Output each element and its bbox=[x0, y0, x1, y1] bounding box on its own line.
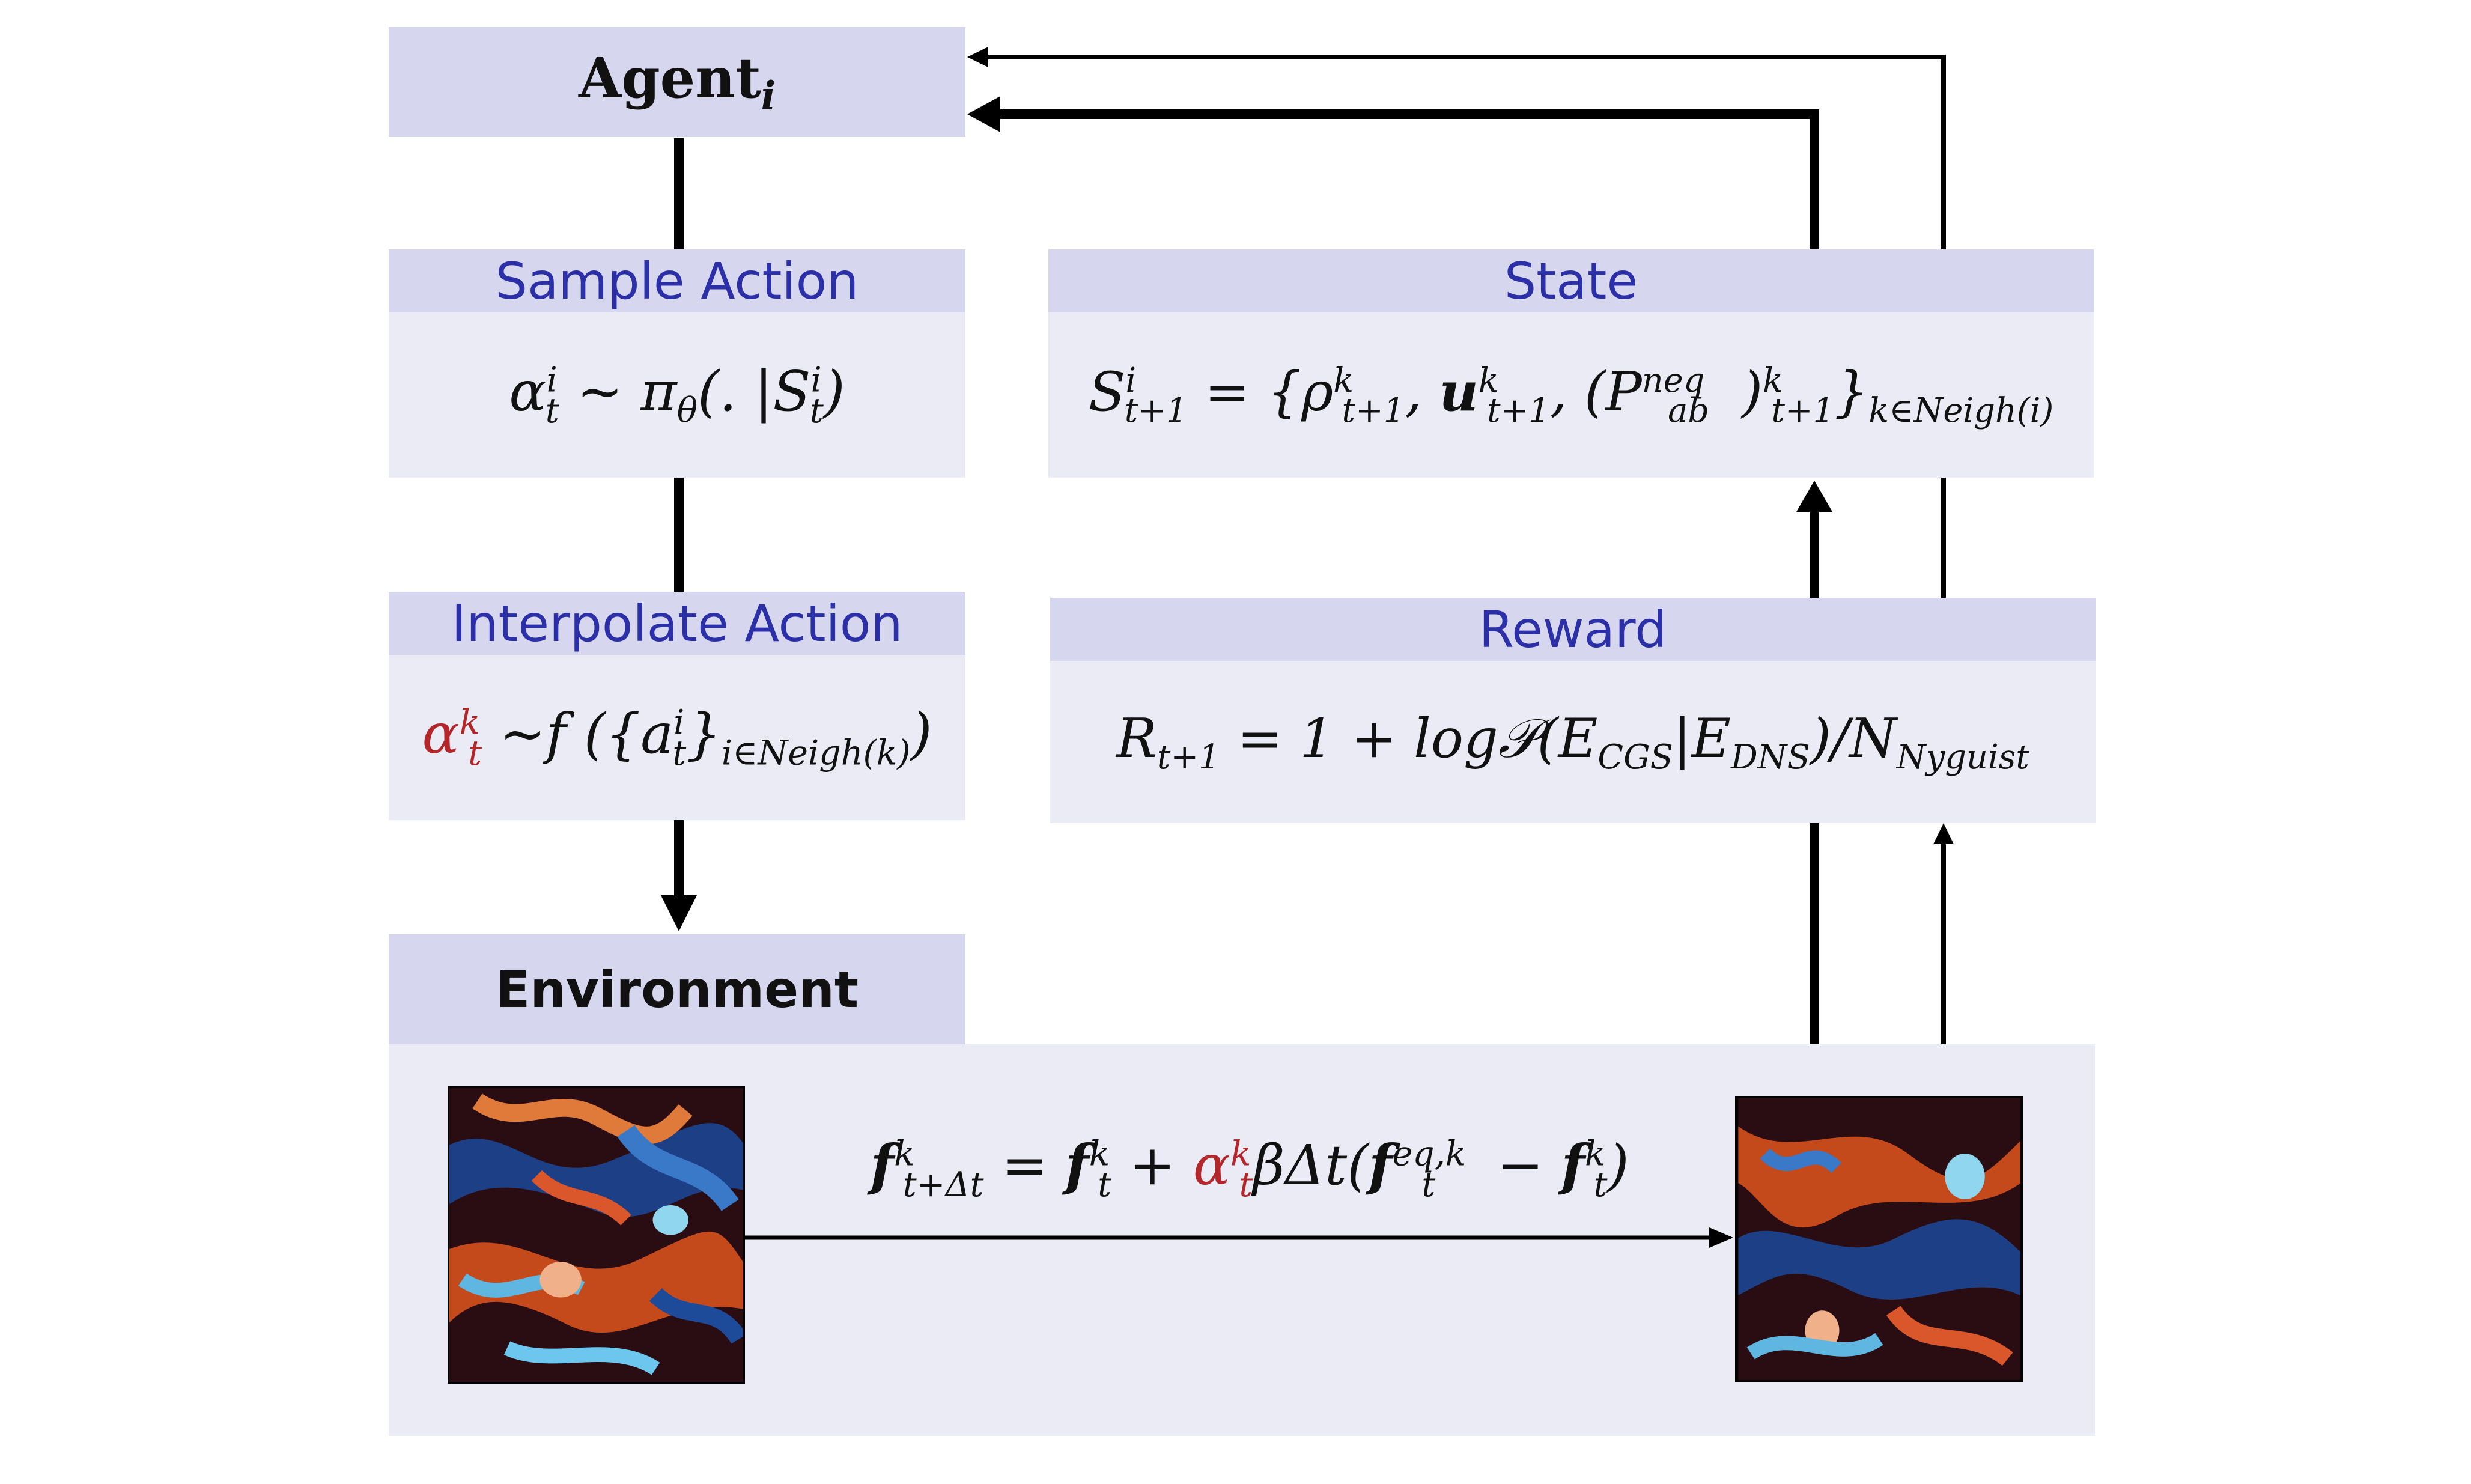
p-sup: neq bbox=[1641, 361, 1705, 400]
alpha-symbol: α bbox=[509, 359, 547, 424]
state-brace: } bbox=[1834, 360, 1869, 424]
plus-sign: + bbox=[1111, 1133, 1193, 1198]
interpolate-action-formula: αkt ~f ({ait}i∈Neigh(k)) bbox=[422, 702, 932, 773]
reward-header: Reward bbox=[1050, 598, 2096, 661]
alpha-sub: t bbox=[545, 391, 559, 431]
state-body: Sit+1 = {ρkt+1, ukt+1, (Pneqab)kt+1}k∈Ne… bbox=[1048, 312, 2094, 478]
env-to-reward-thin-arrowhead bbox=[1933, 823, 1954, 844]
state-to-agent-thick-arrowhead bbox=[967, 96, 1000, 132]
f-sup: k bbox=[894, 1134, 915, 1174]
state-to-agent-thin-arrowhead bbox=[967, 47, 988, 67]
feq-sup: eq,k bbox=[1392, 1134, 1466, 1174]
alpha-k-symbol: α bbox=[422, 702, 460, 767]
beta-term: βΔt( bbox=[1253, 1133, 1369, 1198]
sample-action-title: Sample Action bbox=[495, 251, 859, 311]
reward-eq: = 1 + log𝒫(E bbox=[1220, 707, 1598, 770]
close-paren: ) bbox=[823, 359, 845, 424]
reward-formula: Rt+1 = 1 + log𝒫(ECGS|EDNS)/NNyguist bbox=[1116, 707, 2029, 777]
p-sub: ab bbox=[1668, 391, 1710, 430]
environment-transition-arrow bbox=[745, 1227, 1733, 1248]
environment-title: Environment bbox=[495, 959, 859, 1019]
a-sub: t bbox=[672, 733, 687, 773]
a-sup: i bbox=[673, 702, 685, 743]
environment-formula-wrap: fkt+Δt = fkt + αktβΔt(feq,kt − fkt) bbox=[805, 1124, 1694, 1214]
env-alpha-sup: k bbox=[1230, 1134, 1251, 1174]
p2-sup: k bbox=[1763, 361, 1783, 400]
flow-field-image-right bbox=[1735, 1096, 2023, 1382]
neigh-range: i∈Neigh(k) bbox=[721, 733, 911, 773]
f3-symbol: f bbox=[1561, 1133, 1585, 1198]
u-sub: t+1 bbox=[1487, 391, 1550, 430]
reward-bar: |E bbox=[1673, 707, 1731, 770]
f3-sup: k bbox=[1585, 1134, 1606, 1174]
p-close: ) bbox=[1742, 360, 1763, 424]
open-term: (. |S bbox=[698, 359, 811, 424]
state-s-sub: t+1 bbox=[1124, 391, 1188, 430]
f3-sub: t bbox=[1593, 1164, 1608, 1205]
feq-symbol: f bbox=[1368, 1133, 1393, 1198]
s-sub: t bbox=[809, 391, 824, 431]
sample-action-formula: αit ~ πθ(. |Sit) bbox=[509, 359, 845, 430]
reward-div: )/N bbox=[1810, 707, 1897, 770]
u-sup: k bbox=[1478, 361, 1499, 400]
reward-r-symbol: R bbox=[1116, 707, 1157, 770]
state-eq: = {ρ bbox=[1187, 360, 1334, 424]
interpolate-action-body: αkt ~f ({ait}i∈Neigh(k)) bbox=[389, 655, 965, 820]
alpha-sup: i bbox=[546, 360, 558, 400]
relation: ~ π bbox=[559, 359, 677, 424]
f-symbol: f bbox=[870, 1133, 895, 1198]
f-sub: t+Δt bbox=[902, 1164, 984, 1205]
interpolate-action-title: Interpolate Action bbox=[451, 594, 903, 653]
reward-to-state-thick-arrowhead bbox=[1796, 481, 1832, 512]
state-s-sup: i bbox=[1125, 361, 1137, 400]
reward-body: Rt+1 = 1 + log𝒫(ECGS|EDNS)/NNyguist bbox=[1050, 661, 2096, 823]
sample-action-header: Sample Action bbox=[389, 249, 965, 312]
p2-sub: t+1 bbox=[1771, 391, 1835, 430]
environment-formula: fkt+Δt = fkt + αktβΔt(feq,kt − fkt) bbox=[871, 1133, 1629, 1204]
flow-field-image-left bbox=[448, 1086, 745, 1384]
comma-1: , bbox=[1405, 360, 1439, 424]
nyguist-sub: Nyguist bbox=[1896, 738, 2029, 777]
s-sup: i bbox=[810, 360, 822, 400]
alpha-k-sub: t bbox=[468, 733, 482, 773]
eq-sign: = bbox=[983, 1133, 1066, 1198]
interpolate-action-header: Interpolate Action bbox=[389, 592, 965, 655]
state-to-agent-thin-arrow bbox=[985, 55, 1946, 249]
sample-action-body: αit ~ πθ(. |Sit) bbox=[389, 312, 965, 478]
env-close-paren: ) bbox=[1607, 1133, 1629, 1198]
interp-relation: ~f ({a bbox=[482, 702, 674, 767]
f2-sub: t bbox=[1098, 1164, 1112, 1205]
env-alpha-sub: t bbox=[1239, 1164, 1253, 1205]
rho-sub: t+1 bbox=[1342, 391, 1405, 430]
alpha-k-sup: k bbox=[459, 702, 481, 743]
env-alpha: α bbox=[1193, 1133, 1230, 1198]
agent-label-text: Agent bbox=[578, 45, 761, 111]
rho-sup: k bbox=[1333, 361, 1354, 400]
agent-box: Agenti bbox=[389, 27, 965, 137]
state-range: k∈Neigh(i) bbox=[1868, 391, 2054, 430]
comma-2: , (P bbox=[1549, 360, 1642, 424]
f2-sup: k bbox=[1089, 1134, 1110, 1174]
agent-subscript: i bbox=[761, 73, 776, 119]
state-formula: Sit+1 = {ρkt+1, ukt+1, (Pneqab)kt+1}k∈Ne… bbox=[1089, 360, 2054, 430]
f2-symbol: f bbox=[1065, 1133, 1089, 1198]
state-header: State bbox=[1048, 249, 2094, 312]
close-brace: } bbox=[686, 702, 722, 767]
u-symbol: u bbox=[1439, 360, 1479, 424]
agent-label: Agenti bbox=[579, 46, 776, 118]
interpolate-to-environment-arrowhead bbox=[661, 895, 697, 931]
theta-sub: θ bbox=[676, 391, 698, 431]
state-to-agent-thick-arrow bbox=[997, 109, 1819, 249]
minus-sign: − bbox=[1479, 1133, 1561, 1198]
reward-r-sub: t+1 bbox=[1156, 738, 1220, 777]
feq-sub: t bbox=[1421, 1164, 1436, 1205]
reward-title: Reward bbox=[1479, 600, 1667, 659]
state-s-symbol: S bbox=[1088, 360, 1126, 424]
dns-sub: DNS bbox=[1730, 738, 1810, 777]
cgs-sub: CGS bbox=[1597, 738, 1673, 777]
interp-close-paren: ) bbox=[910, 702, 932, 767]
environment-header: Environment bbox=[389, 934, 965, 1044]
state-title: State bbox=[1504, 251, 1638, 311]
